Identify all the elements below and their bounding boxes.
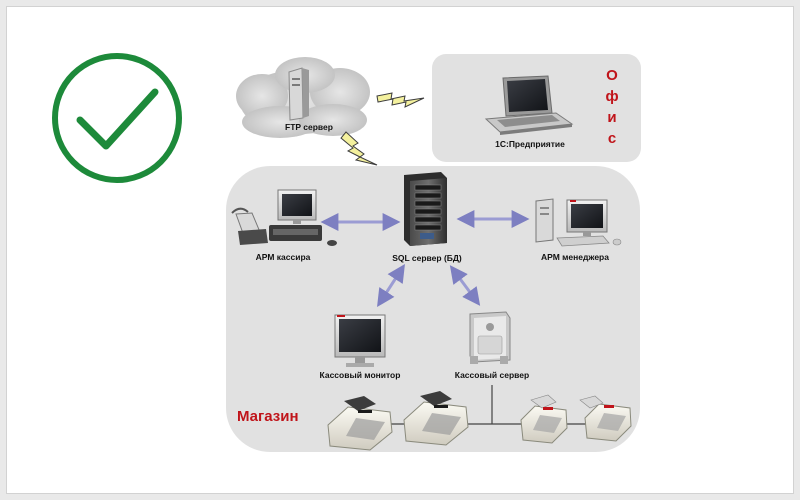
svg-text:ф: ф [605, 88, 618, 105]
manager-workstation-icon [535, 198, 622, 247]
ftp-server-label: FTP сервер [285, 122, 333, 132]
store-title: Магазин [237, 408, 299, 425]
cash-monitor-icon [334, 314, 386, 367]
cash-register-icon [403, 391, 469, 446]
manager-workstation-label: АРМ менеджера [541, 252, 609, 262]
ftp-server-icon [288, 67, 309, 121]
office-title: О ф и с [605, 67, 618, 147]
svg-text:с: с [608, 130, 616, 147]
checkmark-icon [52, 53, 182, 183]
cashier-workstation-label: АРМ кассира [256, 252, 311, 262]
laptop-icon [484, 75, 574, 135]
svg-text:и: и [607, 109, 616, 126]
cash-server-icon [469, 311, 511, 364]
sql-server-icon [404, 172, 447, 246]
laptop-label: 1С:Предприятие [495, 139, 565, 149]
cash-register-icon [579, 395, 632, 442]
connection-arrows [320, 210, 530, 308]
cashier-workstation-icon [231, 189, 337, 246]
cash-register-icon [520, 394, 568, 444]
sql-server-label: SQL сервер (БД) [392, 253, 462, 263]
cash-server-label: Кассовый сервер [455, 370, 529, 380]
wireless-link-icon [340, 131, 378, 166]
wireless-link-icon [376, 92, 425, 108]
svg-text:О: О [606, 67, 618, 84]
cash-register-icon [327, 396, 393, 451]
cash-monitor-label: Кассовый монитор [320, 370, 401, 380]
